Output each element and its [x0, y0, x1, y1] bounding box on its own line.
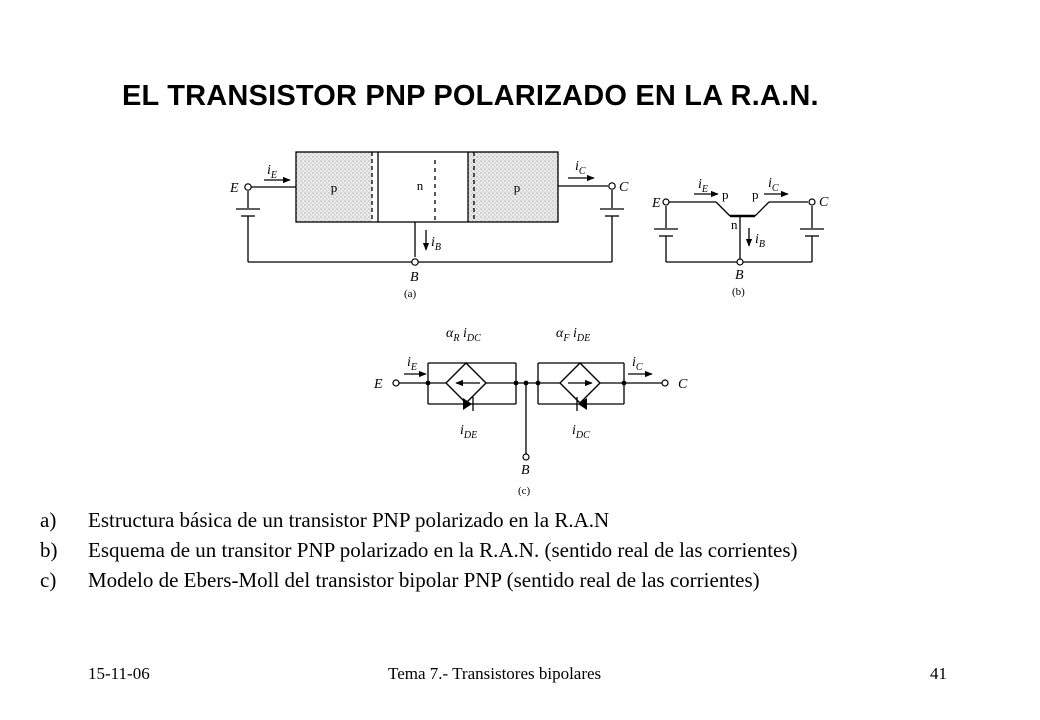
- p-region-left: [296, 152, 372, 222]
- slide-title: EL TRANSISTOR PNP POLARIZADO EN LA R.A.N…: [122, 80, 819, 112]
- junction-dot-2: [523, 380, 529, 386]
- terminal-b-b: [736, 258, 744, 266]
- source-label-right: αF iDE: [556, 326, 590, 344]
- caption-marker: c): [40, 568, 57, 592]
- junction-dot-3: [535, 380, 541, 386]
- figure-a: [236, 151, 624, 263]
- figures: p n p E C B (a) iE iC iB p p n E C B (b): [229, 151, 829, 497]
- caption-text: Esquema de un transitor PNP polarizado e…: [88, 538, 798, 562]
- terminal-c-a: [608, 182, 616, 190]
- region-label-p-left: p: [331, 180, 338, 195]
- current-ie-c: iE: [407, 355, 417, 373]
- caption-marker: a): [40, 508, 57, 532]
- source-label-left: αR iDC: [446, 326, 481, 344]
- caption-b: (b): [732, 286, 745, 298]
- caption-item: b) Esquema de un transitor PNP polarizado…: [40, 535, 1020, 565]
- label-c-b: C: [819, 195, 829, 210]
- terminal-e-a: [244, 183, 252, 191]
- junction-dot-5: [621, 380, 627, 386]
- terminal-c-c: [661, 379, 669, 387]
- label-p1-b: p: [722, 187, 729, 202]
- terminal-c-b: [808, 198, 816, 206]
- caption-a: (a): [404, 288, 417, 300]
- caption-item: a) Estructura básica de un transistor PNP…: [40, 505, 1020, 535]
- label-p2-b: p: [752, 187, 759, 202]
- label-e-c: E: [373, 377, 383, 392]
- label-c-a: C: [619, 180, 629, 195]
- current-ie-b: iE: [698, 177, 708, 195]
- caption-c: (c): [518, 485, 531, 497]
- current-idc-c: iDC: [572, 423, 590, 441]
- label-e-b: E: [651, 196, 661, 211]
- current-ic-a: iC: [575, 159, 586, 177]
- label-b-a: B: [410, 270, 419, 285]
- junction-dot-1: [513, 380, 519, 386]
- junction-dot-4: [425, 380, 431, 386]
- current-ib-b: iB: [755, 232, 765, 250]
- footer-date: 15-11-06: [88, 664, 150, 683]
- current-ic-b: iC: [768, 176, 779, 194]
- caption-item: c) Modelo de Ebers-Moll del transistor bi…: [40, 565, 1020, 595]
- label-e-a: E: [229, 181, 239, 196]
- current-ic-c: iC: [632, 355, 643, 373]
- figure-c: [396, 362, 662, 454]
- caption-text: Modelo de Ebers-Moll del transistor bipo…: [88, 568, 760, 592]
- label-b-b: B: [735, 268, 744, 283]
- terminal-e-c: [392, 379, 400, 387]
- caption-marker: b): [40, 538, 58, 562]
- footer-title: Tema 7.- Transistores bipolares: [388, 664, 602, 683]
- terminal-b-a: [411, 258, 419, 266]
- p-region-right: [468, 152, 558, 222]
- label-b-c: B: [521, 463, 530, 478]
- caption-text: Estructura básica de un transistor PNP p…: [88, 508, 610, 532]
- caption-list: a) Estructura básica de un transistor PNP…: [40, 505, 1020, 595]
- label-n-b: n: [731, 217, 738, 232]
- region-label-n: n: [417, 178, 424, 193]
- current-ib-a: iB: [431, 235, 441, 253]
- figure-b: [654, 190, 824, 263]
- region-label-p-right: p: [514, 180, 521, 195]
- footer-page-number: 41: [930, 664, 947, 683]
- current-ie-a: iE: [267, 163, 277, 181]
- current-ide-c: iDE: [460, 423, 477, 441]
- terminal-b-c: [522, 453, 530, 461]
- terminal-e-b: [662, 198, 670, 206]
- label-c-c: C: [678, 377, 688, 392]
